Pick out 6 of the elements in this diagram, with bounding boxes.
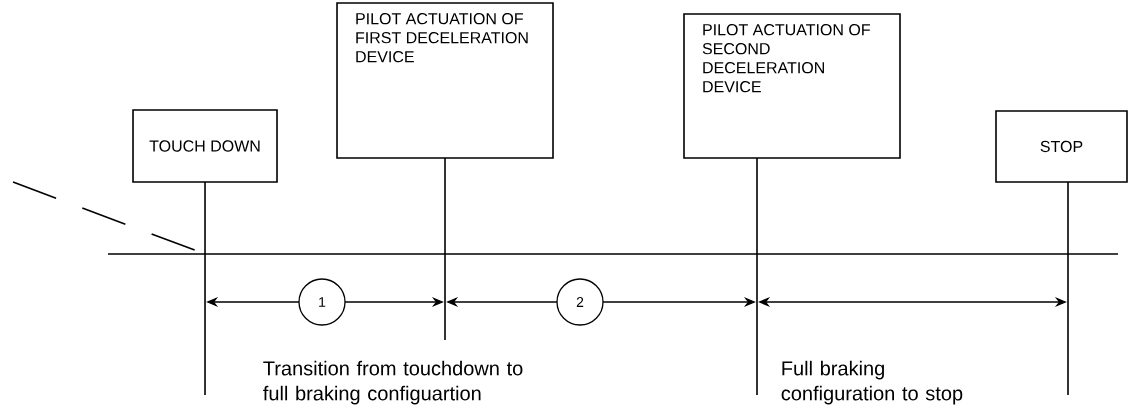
phase-caption: Transition from touchdown to full braking configuartion — [263, 360, 523, 405]
event-box: PILOT ACTUATION OF SECOND DECELERATION DEVICE — [683, 13, 901, 159]
phase-caption: Full braking configuration to stop — [781, 360, 963, 405]
event-box: TOUCH DOWN — [132, 109, 278, 183]
event-box: PILOT ACTUATION OF FIRST DECELERATION DEVICE — [336, 2, 554, 159]
event-box: STOP — [995, 110, 1128, 183]
